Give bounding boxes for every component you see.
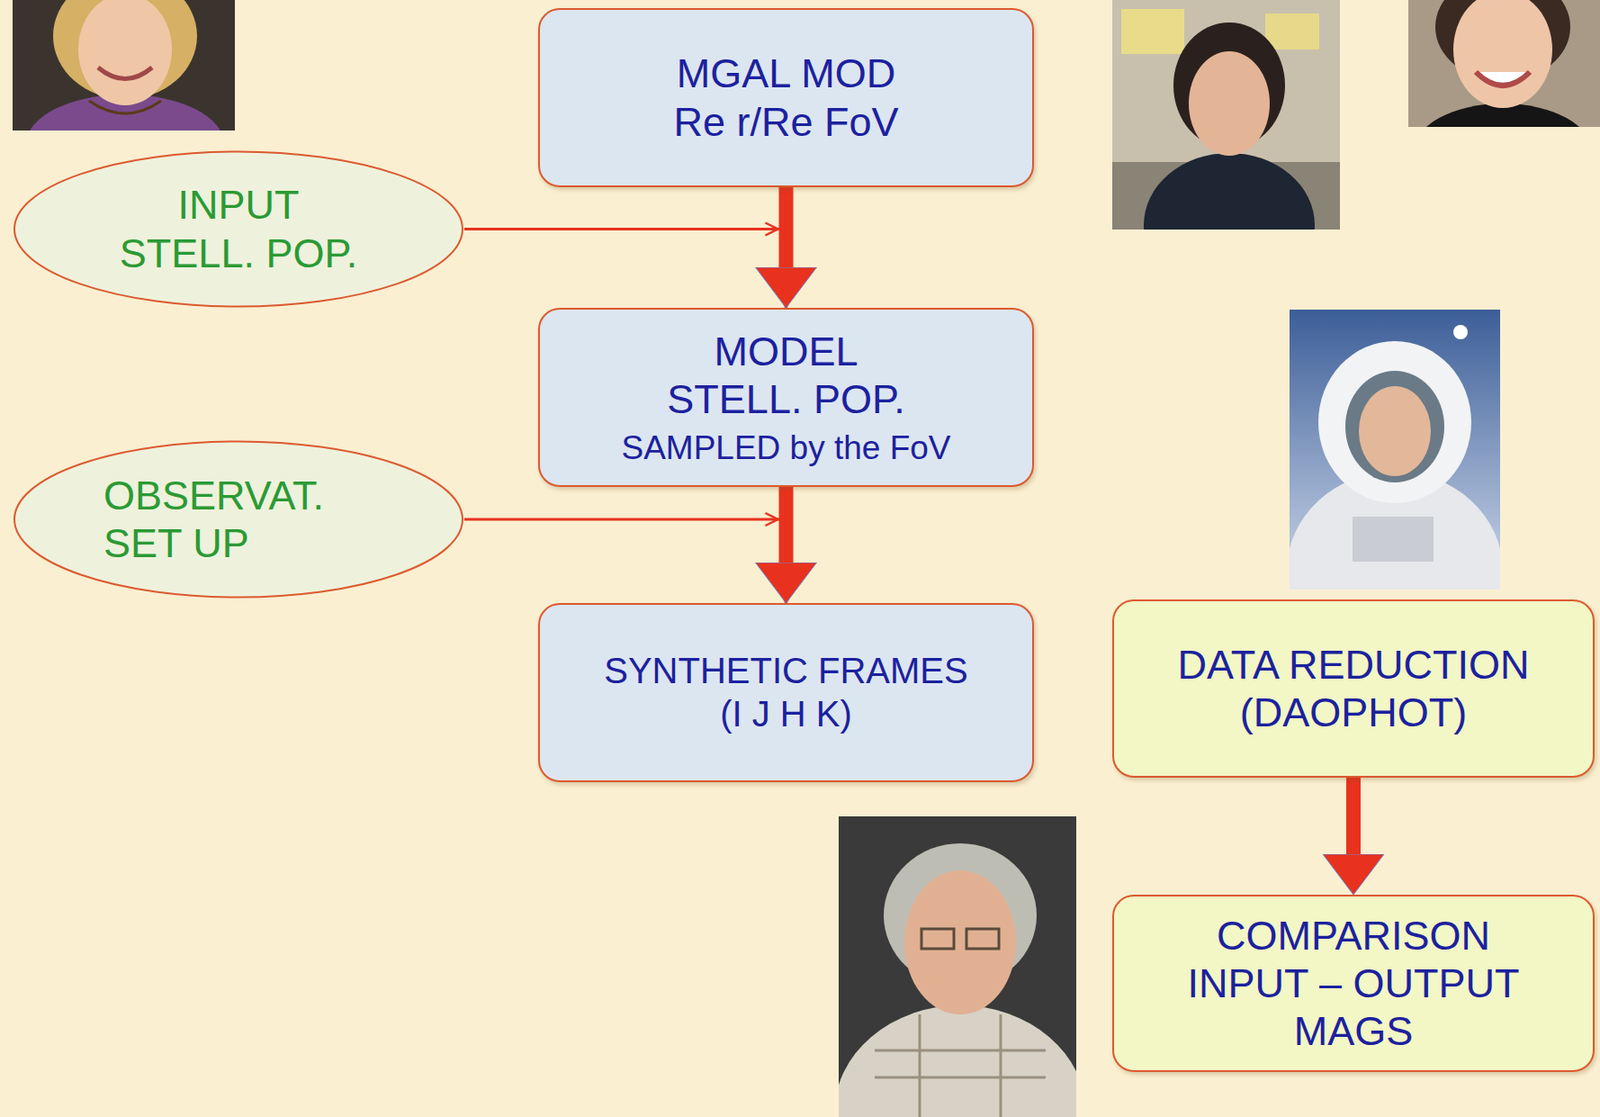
input-ellipse: INPUT STELL. POP. [12, 150, 465, 308]
portrait-photo [838, 816, 1077, 1117]
node-content: OBSERVAT. SET UP [12, 440, 465, 599]
ellipse-outline [12, 440, 465, 599]
flow-arrow [779, 486, 794, 563]
node-content: COMPARISON INPUT – OUTPUT MAGS [1114, 896, 1593, 1070]
ellipse-outline [12, 150, 465, 308]
node-label: COMPARISON INPUT – OUTPUT MAGS [1173, 911, 1534, 1055]
node-label: OBSERVAT. SET UP [103, 471, 374, 567]
ellipse-shape [14, 151, 463, 306]
flow-arrow [1346, 777, 1361, 854]
node-content: MGAL MOD Re r/Re FoV [539, 9, 1033, 186]
flow-arrow [779, 187, 794, 268]
process-box: DATA REDUCTION (DAOPHOT) [1112, 599, 1595, 778]
node-content: DATA REDUCTION (DAOPHOT) [1114, 601, 1593, 776]
node-content: SYNTHETIC FRAMES (I J H K) [539, 604, 1033, 781]
node-label: DATA REDUCTION (DAOPHOT) [1146, 640, 1561, 737]
node-label: MGAL MOD Re r/Re FoV [651, 49, 922, 145]
node-content: MODEL STELL. POP. SAMPLED by the FoV [539, 309, 1033, 486]
portrait-photo [1408, 0, 1600, 127]
node-label: MODEL STELL. POP. [656, 327, 917, 423]
process-box: MODEL STELL. POP. SAMPLED by the FoV [538, 307, 1034, 487]
feed-arrow-tip [765, 223, 779, 236]
ellipse-shape [14, 440, 463, 597]
node-label: SYNTHETIC FRAMES (I J H K) [588, 649, 985, 735]
input-box: MGAL MOD Re r/Re FoV [538, 8, 1034, 188]
node-content: INPUT STELL. POP. [12, 150, 465, 308]
astronaut-photo [1289, 309, 1501, 590]
feed-arrow [464, 229, 787, 309]
process-box: SYNTHETIC FRAMES (I J H K) [538, 602, 1034, 783]
node-label: INPUT STELL. POP. [110, 180, 367, 277]
feed-arrow [464, 519, 787, 603]
portrait-photo [12, 0, 235, 131]
portrait-photo [1112, 0, 1340, 230]
node-sublabel: SAMPLED by the FoV [620, 428, 951, 468]
feed-arrow-tip [765, 512, 779, 526]
output-box: COMPARISON INPUT – OUTPUT MAGS [1112, 894, 1595, 1072]
input-ellipse: OBSERVAT. SET UP [12, 440, 465, 599]
